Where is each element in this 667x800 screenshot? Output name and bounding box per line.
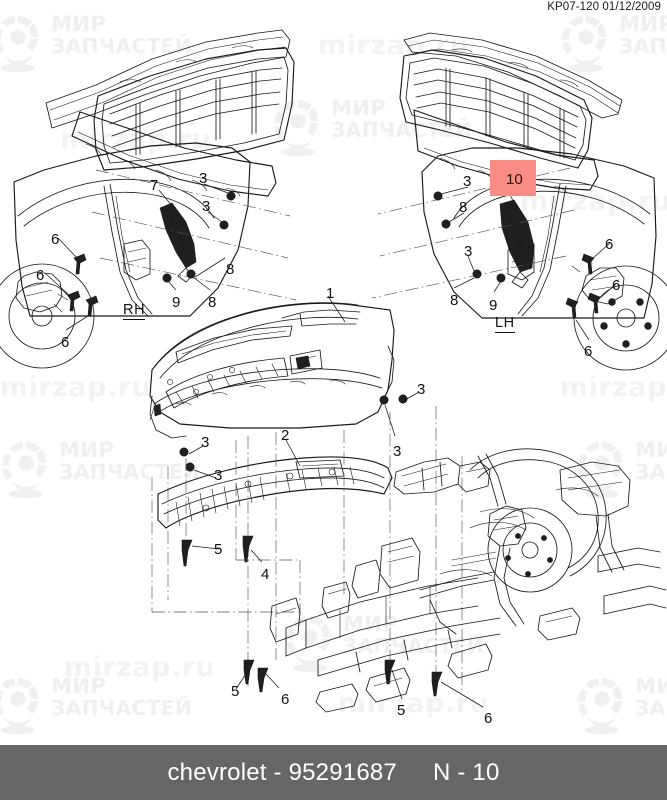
footer-part-number: chevrolet - 95291687 [167,758,397,786]
callout-number: 3 [464,243,473,260]
callout-number: 6 [281,691,290,708]
callout-number: 8 [459,199,468,216]
rh-leader-lines [44,183,229,331]
side-label-lh: LH [495,315,515,333]
callout-number: 9 [489,297,498,314]
callout-number: 3 [417,381,426,398]
lower-deflector-part2 [157,439,393,529]
callout-number: 3 [463,173,472,190]
lh-fender-section [421,147,667,371]
callout-number: 6 [605,236,614,253]
catalog-code-header: KP07-120 01/12/2009 [547,1,661,13]
callout-number: 5 [214,541,223,558]
rh-fender-section [0,142,251,369]
callout-number: 2 [281,427,290,444]
callout-number: 3 [201,434,210,451]
bottom-fasteners [181,535,484,708]
callout-number: 6 [36,267,45,284]
callout-number: 6 [51,231,60,248]
callout-number: 8 [208,294,217,311]
footer-bar: chevrolet - 95291687 N - 10 [0,745,667,800]
footer-figure-number: N - 10 [432,758,500,786]
lh-upper-assembly [399,32,623,194]
assembly-dash-lines [151,406,463,690]
callout-number: 4 [261,566,270,583]
callout-number: 3 [393,443,402,460]
callout-number: 6 [484,710,493,727]
highlight-number-10: 10 [506,171,523,188]
callout-number: 8 [226,261,235,278]
callout-number: 6 [61,334,70,351]
rh-fasteners [67,191,236,317]
callout-number: 7 [150,177,159,194]
callout-number: 3 [199,170,208,187]
callout-number: 3 [202,198,211,215]
callout-number: 5 [397,702,406,719]
callout-number: 6 [584,343,593,360]
callout-number: 5 [231,683,240,700]
lh-bracket-part10 [499,199,535,289]
lh-fasteners [433,191,601,319]
side-label-rh: RH [123,302,146,320]
callout-number: 6 [612,277,621,294]
lh-leader-lines [440,185,617,341]
callout-number: 3 [214,467,223,484]
rh-upper-assembly [45,29,295,197]
callout-number: 9 [172,294,181,311]
front-bumper-cover-part1 [149,302,395,439]
bumper-leaders [179,295,420,479]
callout-number: 1 [326,285,335,302]
callout-number: 8 [450,292,459,309]
highlight-box-part-10[interactable] [490,160,536,196]
rh-bracket-part7 [159,202,197,283]
